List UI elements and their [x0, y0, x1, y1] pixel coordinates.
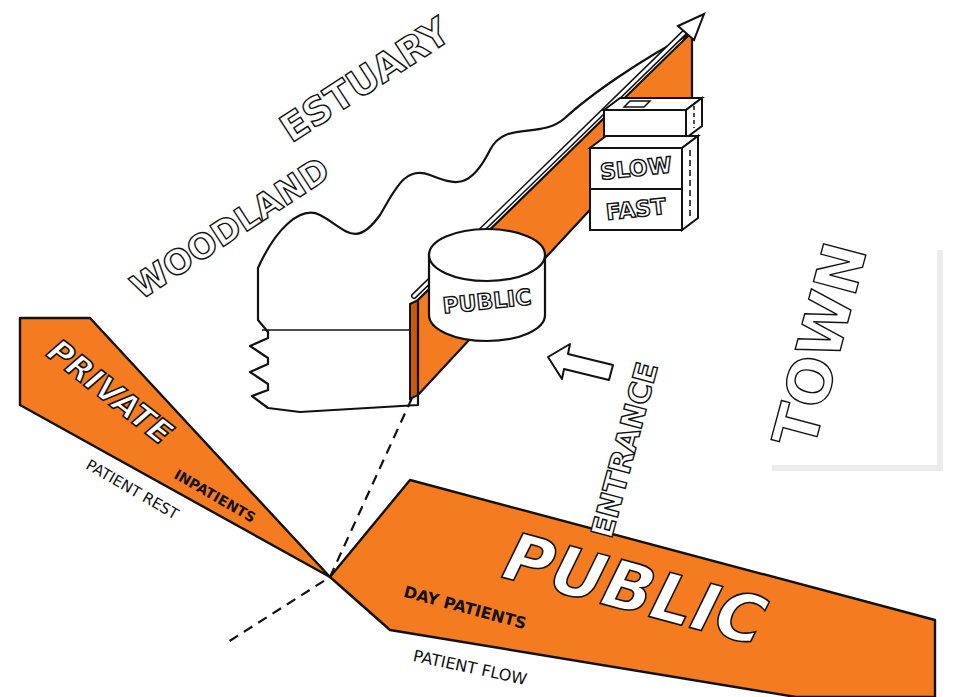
private-band: PRIVATEINPATIENTSPATIENT REST	[16, 314, 334, 582]
entrance-label: ENTRANCE	[587, 359, 663, 541]
entrance-arrow	[548, 344, 613, 380]
public-band: PUBLICDAY PATIENTSPATIENT FLOW	[326, 476, 938, 697]
wall-arrow-head	[678, 14, 704, 40]
half-cylinder-shape	[424, 222, 550, 350]
woodland-form-edge	[262, 329, 418, 331]
stacked-block: SLOWFAST	[580, 92, 704, 242]
town-label: TOWN	[764, 237, 876, 454]
wall-arrow	[414, 29, 688, 296]
band-note: PATIENT FLOW	[412, 648, 529, 688]
wall-arrow-outline	[414, 29, 688, 296]
wall-side	[410, 300, 418, 399]
site-label: ESTUARY	[274, 11, 457, 148]
half-cylinder: PUBLIC	[424, 222, 550, 350]
orange-wall	[418, 32, 692, 395]
